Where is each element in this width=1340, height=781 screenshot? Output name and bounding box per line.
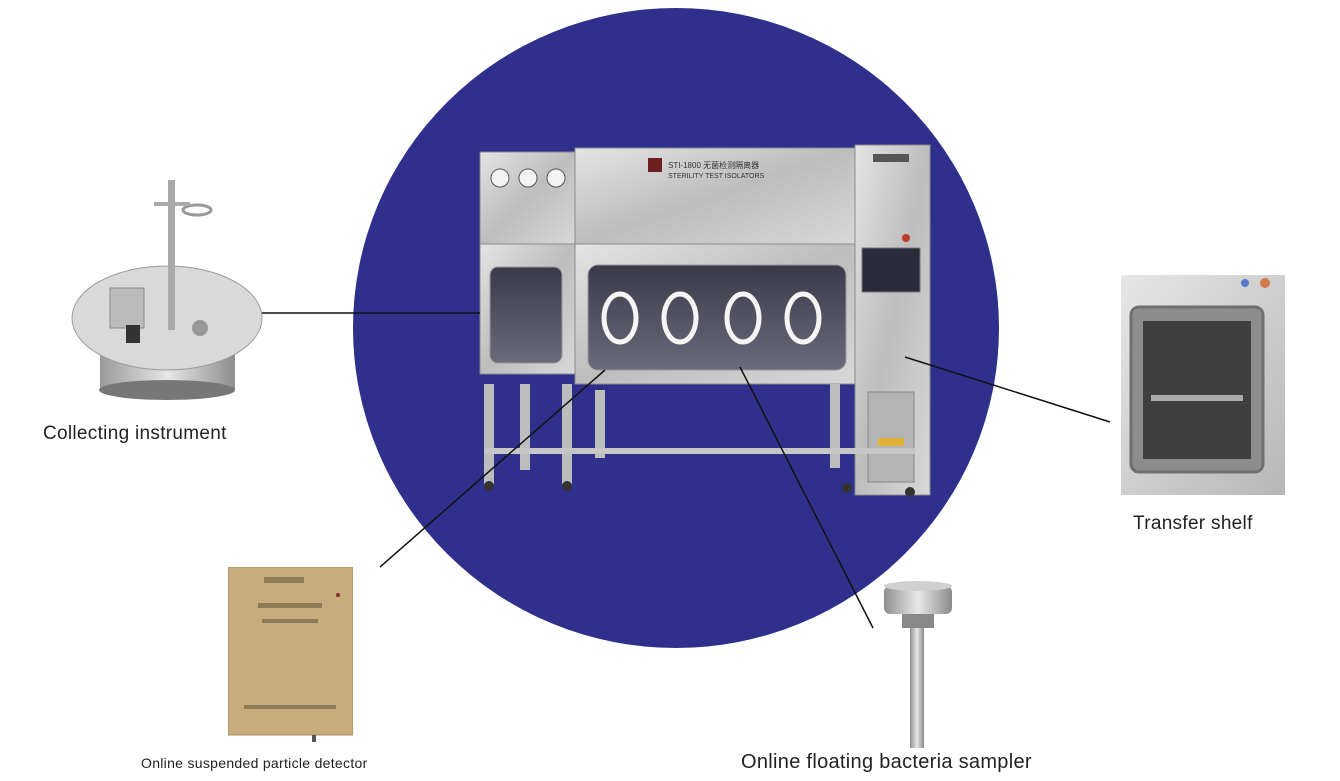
collecting-instrument-image <box>71 180 263 400</box>
label-transfer-shelf: Transfer shelf <box>1133 513 1253 534</box>
label-particle-detector: Online suspended particle detector <box>141 755 368 771</box>
transfer-shelf-image <box>1121 275 1285 495</box>
label-collecting-instrument: Collecting instrument <box>43 423 227 444</box>
label-bacteria-sampler: Online floating bacteria sampler <box>741 751 1032 773</box>
bacteria-sampler-image <box>884 581 952 748</box>
isolator-subtitle-text: STERILITY TEST ISOLATORS <box>668 173 765 180</box>
sterility-test-isolator: STI-1800 无菌检测隔离器 STERILITY TEST ISOLATOR… <box>479 144 931 497</box>
isolator-model-text: STI-1800 无菌检测隔离器 <box>668 160 759 170</box>
particle-detector-image <box>228 567 353 742</box>
